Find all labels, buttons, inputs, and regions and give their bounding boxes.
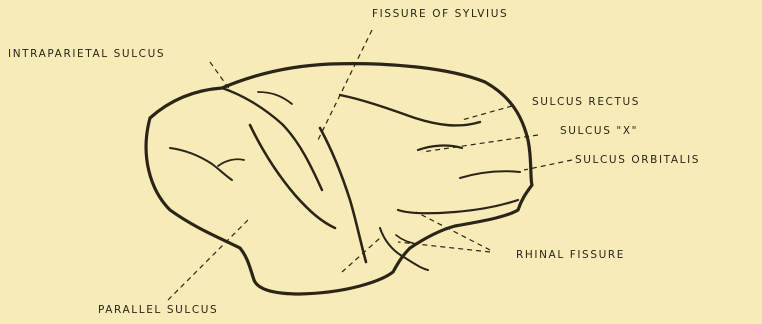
rhinal-fissure-line — [380, 228, 428, 270]
sulcus-orbitalis-line — [460, 171, 520, 178]
sulcus-rectus-line — [340, 95, 480, 125]
label-sulcus-rectus: SULCUS RECTUS — [532, 96, 640, 108]
label-sulcus-orbitalis: SULCUS ORBITALIS — [575, 154, 700, 166]
intraparietal-branch — [258, 92, 292, 104]
leader-sulcus-rectus — [462, 106, 512, 120]
leader-sulcus-x — [422, 135, 538, 152]
leader-intraparietal-sulcus — [210, 62, 230, 90]
label-parallel-sulcus: PARALLEL SULCUS — [98, 304, 218, 316]
label-fissure-of-sylvius: FISSURE OF SYLVIUS — [372, 8, 508, 20]
leader-rhinal-fissure-a — [416, 212, 490, 250]
occipital-branch — [218, 159, 244, 166]
leader-parallel-sulcus-a — [168, 218, 250, 300]
sylvian-fissure-line — [320, 128, 366, 262]
intraparietal-sulcus-line — [222, 88, 322, 190]
central-sulcus-line — [250, 125, 335, 228]
temporal-lobe-edge — [398, 200, 518, 213]
leader-fissure-of-sylvius — [318, 30, 372, 140]
label-sulcus-x: SULCUS "X" — [560, 125, 638, 137]
occipital-sulcus — [170, 148, 232, 180]
label-rhinal-fissure: RHINAL FISSURE — [516, 249, 625, 261]
label-intraparietal-sulcus: INTRAPARIETAL SULCUS — [8, 48, 165, 60]
